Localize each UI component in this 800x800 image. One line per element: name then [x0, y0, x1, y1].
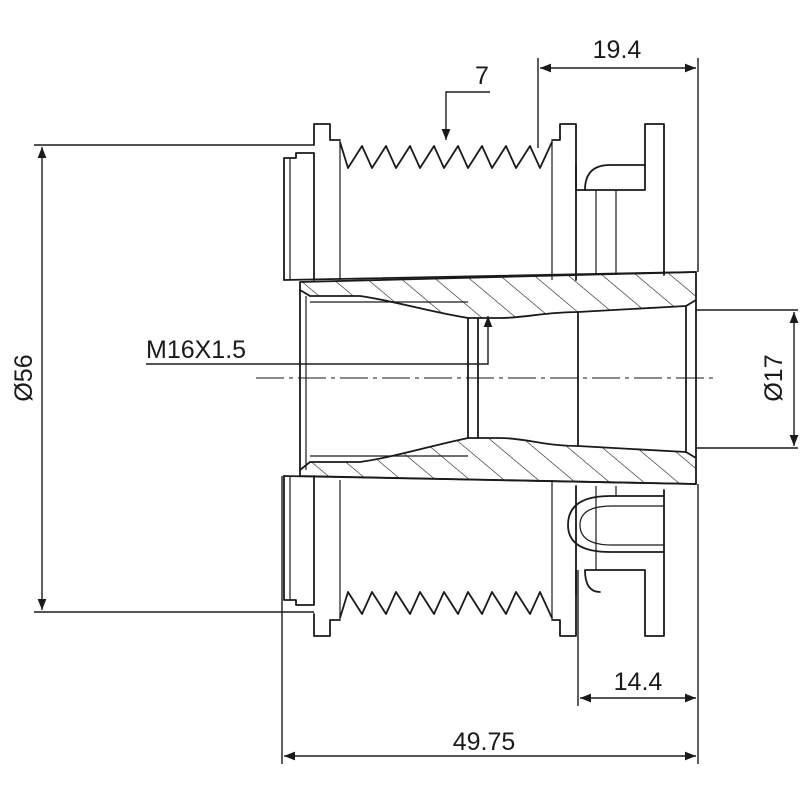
section-lower: [299, 437, 697, 485]
dim-outer-diameter-label: Ø56: [10, 354, 38, 401]
dim-overall-length-label: 49.75: [453, 728, 516, 756]
pulley-lower-half: [283, 475, 697, 637]
dim-bore-diameter-label: Ø17: [760, 354, 788, 401]
dim-overall-length: 49.75: [281, 476, 699, 764]
dim-thread: M16X1.5: [146, 316, 493, 365]
dim-clutch-length: 19.4: [537, 36, 699, 272]
dim-groove-pitch-label: 7: [475, 62, 489, 90]
dim-outer-diameter: Ø56: [10, 144, 314, 613]
dim-groove-pitch: 7: [441, 62, 490, 140]
dim-thread-label: M16X1.5: [146, 336, 246, 364]
dim-clutch-length-label: 19.4: [593, 36, 642, 64]
dim-bore-diameter: Ø17: [696, 309, 799, 449]
dim-hub-length: 14.4: [577, 484, 699, 706]
dim-hub-length-label: 14.4: [614, 668, 663, 696]
pulley-upper-half: [283, 123, 697, 281]
